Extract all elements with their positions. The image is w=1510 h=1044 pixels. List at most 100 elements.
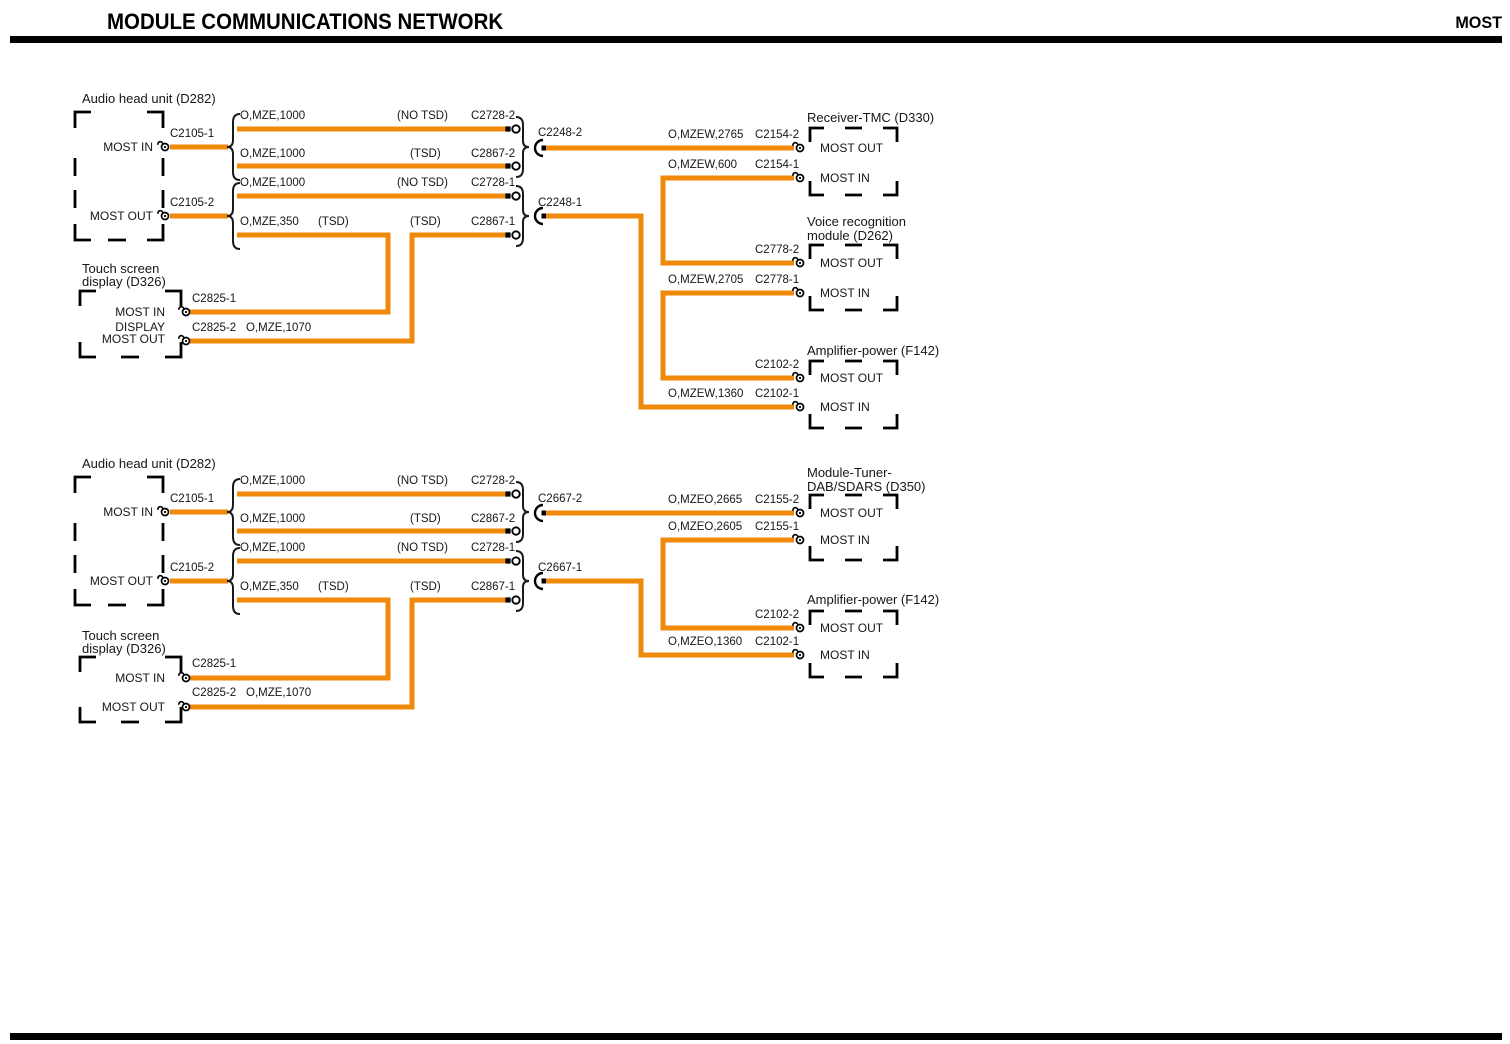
inline-connector-icon [533, 206, 544, 226]
connector-pin-icon [791, 141, 805, 153]
module-title: Audio head unit (D282) [82, 456, 216, 471]
config-note: (NO TSD) [397, 177, 448, 189]
inline-connector-dot [541, 145, 548, 151]
module-amplifier-power-1: Amplifier-power (F142) C2102-2 MOST OUT … [668, 343, 939, 430]
port-display-out-line2: MOST OUT [102, 332, 166, 346]
port-most-out: MOST OUT [90, 209, 154, 223]
config-note: (NO TSD) [397, 110, 448, 122]
connector-label: C2154-2 [755, 129, 799, 141]
port-most-out: MOST OUT [820, 506, 884, 520]
module-title-line1: Touch screen [82, 628, 159, 643]
module-voice-recognition: Voice recognition module (D262) C2778-2 … [668, 214, 906, 312]
connector-label: C2778-2 [755, 244, 799, 256]
connector-pin-icon [156, 505, 170, 517]
connector-label: C2105-1 [170, 128, 214, 140]
module-box [73, 475, 165, 607]
wire-code: O,MZE,1070 [246, 687, 311, 699]
inline-connector-c2248-2: C2248-2 [533, 127, 794, 158]
module-box [808, 243, 899, 312]
close-brace [515, 116, 530, 178]
connector-label: C2248-2 [538, 127, 582, 139]
connector-label: C2728-1 [471, 177, 515, 189]
wire-end-connector-icon [504, 556, 521, 566]
connector-pin-icon [156, 209, 170, 221]
inline-connector-icon [533, 138, 544, 158]
connector-pin-icon [791, 533, 805, 545]
connector-label: C2667-2 [538, 493, 582, 505]
connector-label: C2867-1 [471, 581, 515, 593]
inline-connector-icon [533, 571, 544, 591]
connector-label: C2105-2 [170, 197, 214, 209]
wire-code: O,MZE,1000 [240, 475, 305, 487]
inline-connector-dot [541, 578, 548, 584]
wire-code: O,MZEW,2705 [668, 274, 743, 286]
port-most-out: MOST OUT [820, 141, 884, 155]
module-tuner-dab-sdars: Module-Tuner- DAB/SDARS (D350) O,MZEO,26… [668, 465, 925, 562]
wire-code: O,MZE,1000 [240, 177, 305, 189]
module-title-line1: Voice recognition [807, 214, 906, 229]
port-most-in: MOST IN [820, 533, 870, 547]
wire-end-connector-icon [504, 230, 521, 240]
connector-pin-icon [791, 506, 805, 518]
wire-code: O,MZE,350 [240, 581, 299, 593]
wire-end-connector-icon [504, 595, 521, 605]
page-header: MODULE COMMUNICATIONS NETWORK MOST [10, 9, 1502, 43]
connector-label: C2105-2 [170, 562, 214, 574]
port-most-in: MOST IN [820, 400, 870, 414]
wire-code: O,MZEO,1360 [668, 636, 742, 648]
module-touch-screen-display-1: Touch screen display (D326) MOST IN C282… [78, 261, 311, 359]
connector-label: C2102-1 [755, 636, 799, 648]
connector-pin-icon [791, 400, 805, 412]
wire-code: O,MZE,1000 [240, 542, 305, 554]
port-most-out: MOST OUT [820, 256, 884, 270]
module-box [73, 110, 165, 242]
module-title-line2: display (D326) [82, 274, 166, 289]
module-box [808, 359, 899, 430]
port-most-in: MOST IN [820, 286, 870, 300]
port-most-in: MOST IN [103, 505, 153, 519]
wire-end-connector-icon [504, 526, 521, 536]
connector-label: C2728-2 [471, 110, 515, 122]
module-title-line2: module (D262) [807, 228, 893, 243]
wire-code: O,MZEW,600 [668, 159, 737, 171]
branch-rows-2: O,MZE,1000 (NO TSD) C2728-2 O,MZE,1000 (… [190, 475, 521, 710]
connector-label: C2102-2 [755, 609, 799, 621]
module-touch-screen-display-2: Touch screen display (D326) MOST IN C282… [78, 628, 311, 724]
module-title: Audio head unit (D282) [82, 91, 216, 106]
wire-end-connector-icon [504, 191, 521, 201]
module-box [808, 126, 899, 197]
inline-connector-dot [541, 510, 548, 516]
open-brace [226, 182, 241, 250]
port-most-in: MOST IN [820, 648, 870, 662]
open-brace [226, 113, 241, 181]
branch-braces-1 [226, 113, 530, 250]
wire-code: O,MZEO,2605 [668, 521, 742, 533]
wire-amp-out-to-tuner-in [660, 537, 794, 631]
config-note: (NO TSD) [397, 542, 448, 554]
wire-headunit-out-to-amp-in [546, 578, 794, 658]
module-amplifier-power-2: Amplifier-power (F142) C2102-2 MOST OUT … [668, 592, 939, 679]
connector-pin-icon [791, 648, 805, 660]
module-title: Amplifier-power (F142) [807, 592, 939, 607]
inline-connector-c2248-1: C2248-1 [533, 197, 794, 410]
wire-code: O,MZE,1070 [246, 322, 311, 334]
wire-end-connector-icon [504, 161, 521, 171]
wire-headunit-out-to-display-in [190, 597, 391, 681]
connector-pin-icon [791, 371, 805, 383]
header-rule [10, 36, 1502, 43]
wire-headunit-out-to-amp-in [546, 213, 794, 410]
connector-label: C2778-1 [755, 274, 799, 286]
wire-display-out-to-branch [190, 597, 507, 710]
branch-rows-1: O,MZE,1000 (NO TSD) C2728-2 O,MZE,1000 (… [190, 110, 521, 344]
wire-end-connector-icon [504, 489, 521, 499]
section-2: Audio head unit (D282) MOST IN C2105-1 M… [73, 456, 939, 724]
config-note: (TSD) [318, 581, 349, 593]
config-note: (TSD) [410, 148, 441, 160]
footer-rule [10, 1033, 1502, 1040]
connector-label: C2867-2 [471, 513, 515, 525]
config-note: (TSD) [410, 513, 441, 525]
port-most-out: MOST OUT [102, 700, 166, 714]
wire-display-out-to-branch [190, 232, 507, 344]
inline-connector-dot [541, 213, 548, 219]
